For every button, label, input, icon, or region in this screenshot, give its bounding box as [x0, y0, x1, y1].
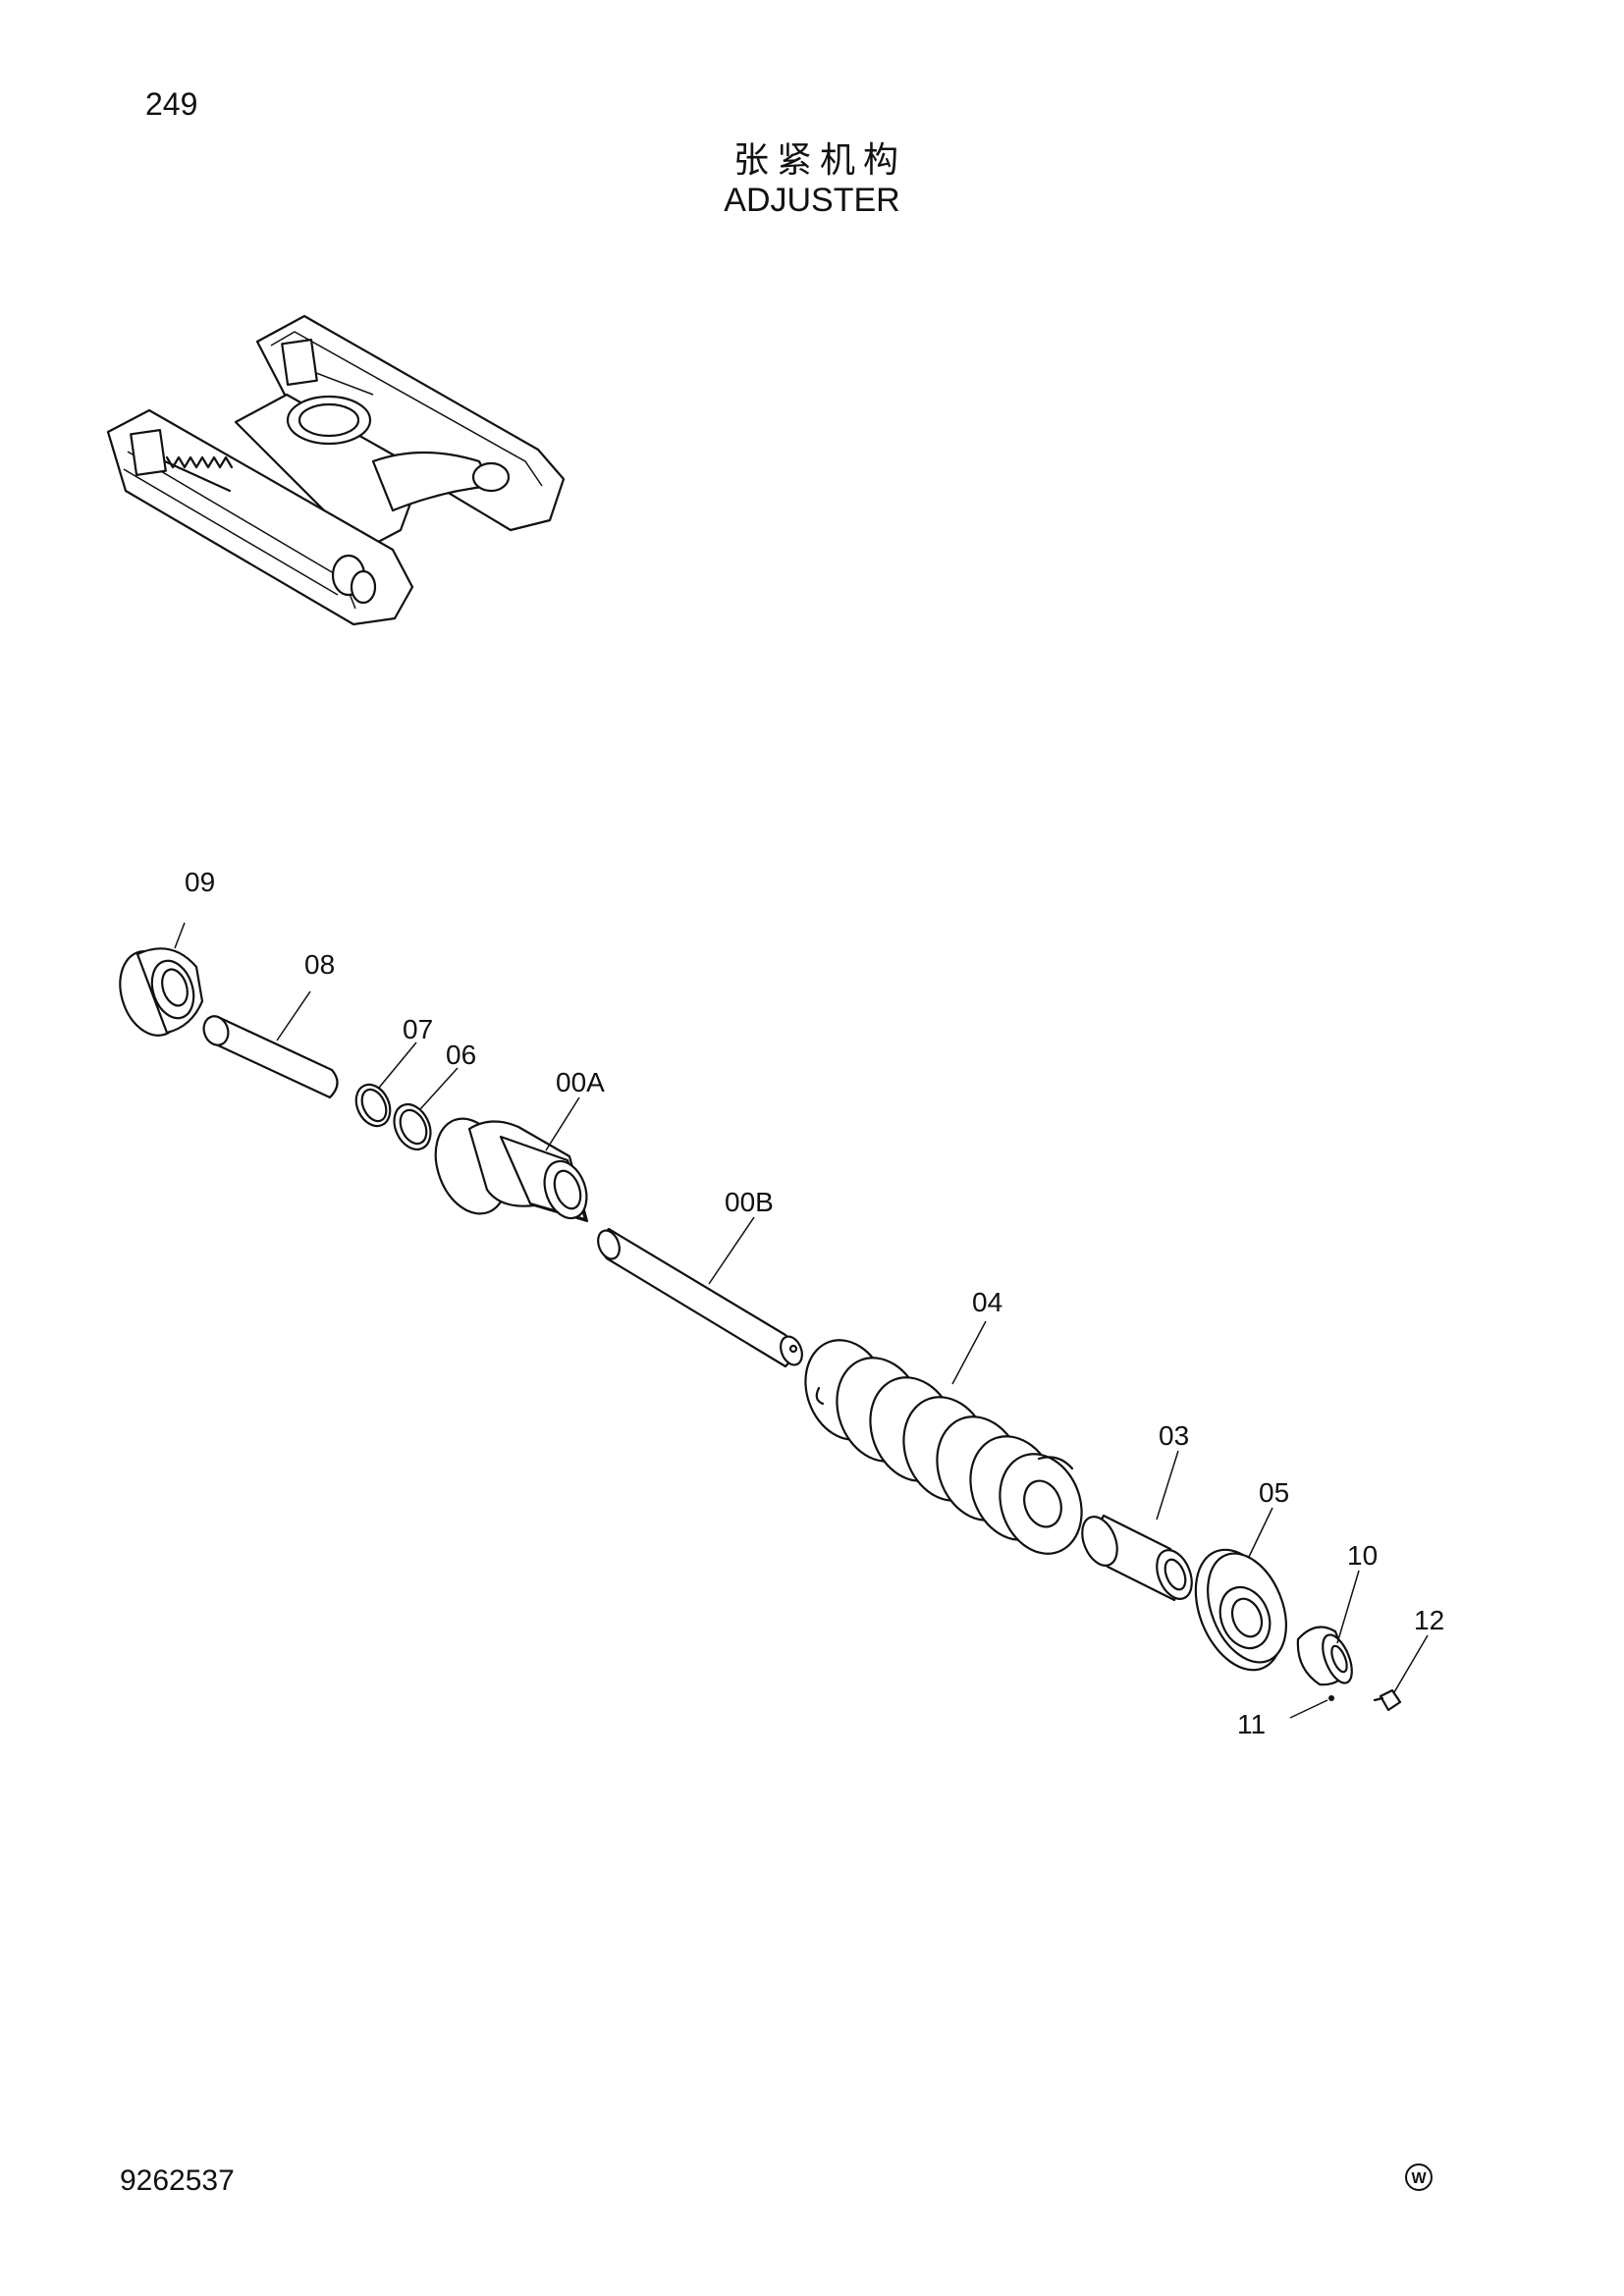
callout-labels: 09 08 07 06 00A 00B 04 03 05 10 12 11 [185, 867, 1444, 1739]
title-chinese: 张紧机构 [732, 140, 906, 181]
callout-04: 04 [972, 1287, 1002, 1317]
part-06-ring [393, 1102, 432, 1151]
callout-09: 09 [185, 867, 215, 897]
track-frame-locator [106, 314, 566, 626]
svg-text:W: W [1411, 2170, 1427, 2187]
title-english: ADJUSTER [724, 182, 900, 219]
callout-08: 08 [304, 949, 335, 980]
part-05-washer [1194, 1548, 1287, 1672]
callout-00A: 00A [556, 1067, 605, 1097]
callout-11: 11 [1237, 1709, 1266, 1739]
callout-05: 05 [1259, 1477, 1289, 1508]
circled-w-logo: W [1405, 2163, 1433, 2191]
page-number: 249 [145, 86, 198, 122]
part-11-fitting [1328, 1695, 1334, 1701]
part-04-spring [804, 1339, 1083, 1555]
part-00A-cylinder [434, 1117, 589, 1223]
callout-06: 06 [446, 1040, 476, 1070]
part-07-ring [354, 1083, 392, 1128]
part-12-grease-nipple [1373, 1688, 1402, 1712]
callout-10: 10 [1347, 1540, 1378, 1571]
part-08-pin [202, 1015, 339, 1099]
leader-lines [174, 922, 1429, 1719]
part-09-cap [119, 947, 204, 1037]
callout-12: 12 [1414, 1605, 1444, 1635]
part-03-bushing [1081, 1514, 1193, 1602]
document-number: 9262537 [120, 2164, 235, 2197]
callout-07: 07 [403, 1014, 433, 1044]
part-00B-rod [597, 1227, 803, 1368]
part-10-cap-nut [1296, 1626, 1353, 1686]
callout-00B: 00B [725, 1187, 774, 1217]
callout-03: 03 [1159, 1420, 1189, 1451]
